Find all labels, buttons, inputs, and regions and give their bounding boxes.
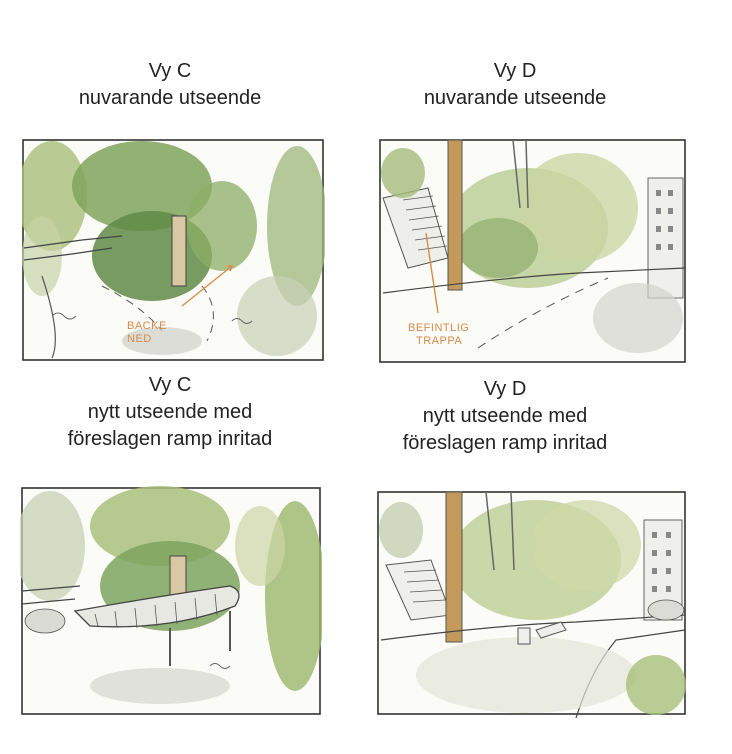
caption-vy-c-new: Vy C nytt utseende med föreslagen ramp i… (40, 372, 300, 453)
caption-title: Vy C (148, 374, 192, 396)
caption-subtitle: nuvarande utseende (78, 87, 262, 109)
caption-subtitle-line1: nytt utseende med (87, 401, 253, 423)
caption-subtitle: nuvarande utseende (423, 87, 607, 109)
annotation-line2: TRAPPA (416, 335, 463, 347)
caption-title: Vy D (493, 60, 537, 82)
annotation-backe-ned: BACKE NED (127, 320, 167, 346)
caption-subtitle-line2: föreslagen ramp inritad (67, 428, 273, 450)
annotation-line1: BEFINTLIG (408, 322, 470, 334)
caption-subtitle-line2: föreslagen ramp inritad (402, 432, 608, 454)
caption-vy-c-current: Vy C nuvarande utseende (70, 58, 270, 112)
annotation-befintlig-trappa: BEFINTLIG TRAPPA (408, 322, 469, 348)
annotation-line2: NED (127, 333, 152, 345)
annotation-line1: BACKE (127, 320, 167, 332)
sketch-vy-c-current (22, 136, 325, 364)
sketch-vy-d-current (378, 138, 688, 366)
sketch-vy-d-new (376, 490, 688, 718)
caption-vy-d-new: Vy D nytt utseende med föreslagen ramp i… (380, 376, 630, 457)
sketch-vy-c-new (20, 486, 322, 716)
caption-subtitle-line1: nytt utseende med (422, 405, 588, 427)
caption-title: Vy D (483, 378, 527, 400)
caption-vy-d-current: Vy D nuvarande utseende (400, 58, 630, 112)
caption-title: Vy C (148, 60, 192, 82)
